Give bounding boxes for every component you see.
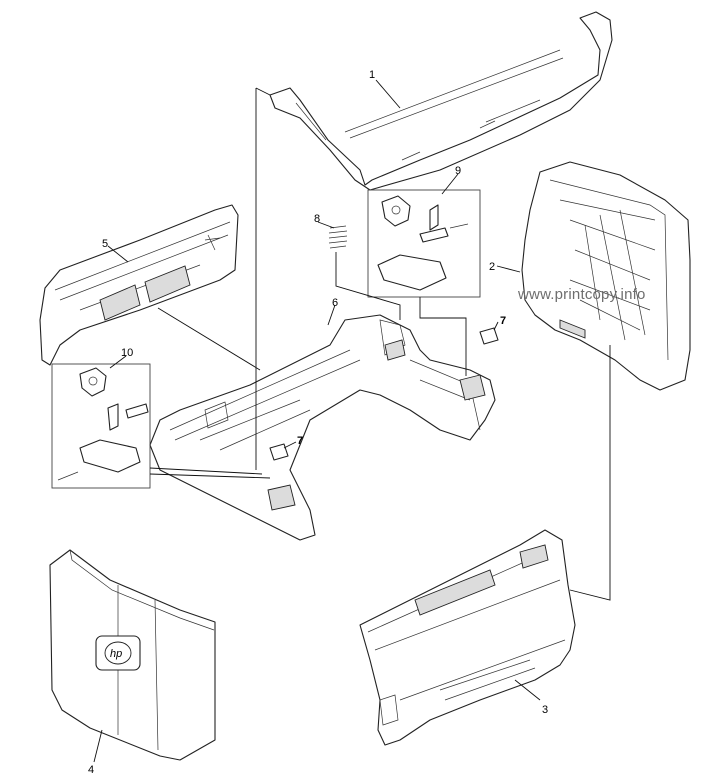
part-2-right-side-panel	[521, 161, 691, 391]
callout-8: 8	[314, 213, 320, 225]
part-7-small-block-b	[269, 443, 289, 461]
callout-5: 5	[102, 238, 108, 250]
part-6-main-frame	[149, 314, 496, 541]
callout-9: 9	[455, 165, 461, 177]
callout-1: 1	[369, 69, 375, 81]
callout-2: 2	[489, 261, 495, 273]
hp-logo-text: hp	[110, 648, 122, 660]
watermark-text: www.printcopy.info	[517, 286, 646, 303]
part-10-assembly-box	[51, 363, 151, 489]
part-8-spring	[328, 225, 348, 249]
leader-lines	[93, 79, 611, 763]
hp-logo: hp	[95, 635, 141, 671]
callout-4: 4	[88, 764, 94, 776]
callout-10: 10	[121, 347, 133, 359]
part-5-left-rail	[39, 204, 239, 366]
part-4-front-door: hp	[49, 549, 216, 761]
callout-3: 3	[542, 704, 548, 716]
callout-7b: 7	[297, 435, 303, 447]
part-7-small-block-a	[479, 327, 499, 345]
part-1-top-cover	[269, 11, 613, 191]
callout-labels: 1 2 3 4 5 6 7 7 8 9 10	[88, 69, 548, 776]
callout-7a: 7	[500, 315, 506, 327]
part-3-front-cover	[359, 529, 576, 746]
callout-6: 6	[332, 297, 338, 309]
part-9-assembly-box	[367, 189, 481, 298]
